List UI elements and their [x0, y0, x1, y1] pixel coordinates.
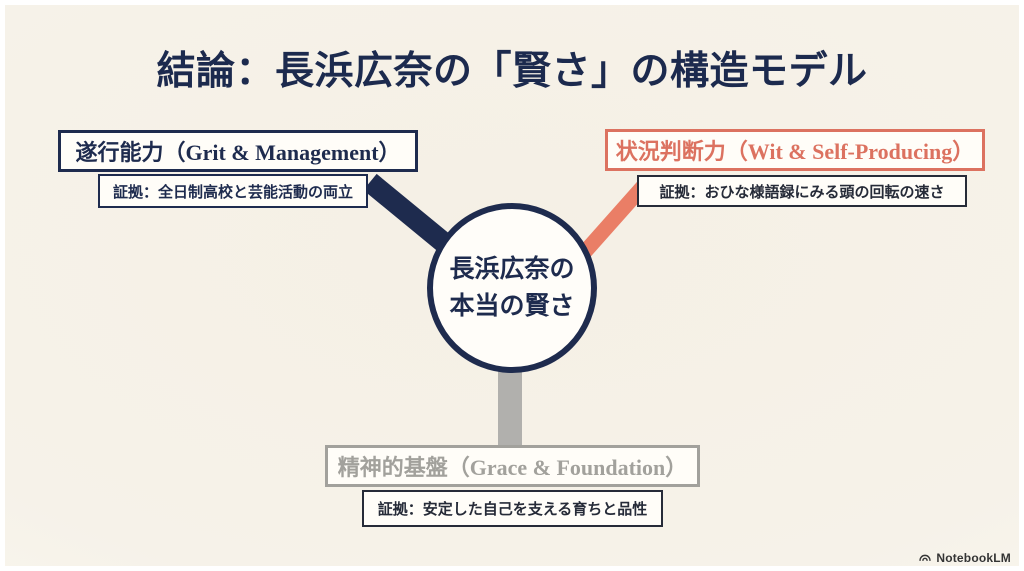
- branch-foundation-evidence: 証拠：安定した自己を支える育ちと品性: [377, 501, 648, 518]
- connector-judgment: [577, 178, 652, 259]
- branch-judgment-label-box: 状況判断力（Wit & Self-Producing）: [605, 129, 985, 171]
- branch-execution-evidence-box: 証拠：全日制高校と芸能活動の両立: [98, 174, 368, 208]
- notebooklm-label: NotebookLM: [936, 551, 1011, 565]
- branch-foundation-evidence-box: 証拠：安定した自己を支える育ちと品性: [362, 490, 663, 527]
- branch-execution-label-box: 遂行能力（Grit & Management）: [58, 130, 418, 172]
- branch-judgment-label: 状況判断力（Wit & Self-Producing）: [615, 139, 975, 164]
- branch-foundation-label: 精神的基盤（Grace & Foundation）: [337, 455, 688, 480]
- notebooklm-branding: NotebookLM: [918, 551, 1011, 565]
- branch-execution-label: 遂行能力（Grit & Management）: [75, 140, 401, 165]
- branch-foundation-label-box: 精神的基盤（Grace & Foundation）: [325, 445, 700, 487]
- branch-judgment-evidence: 証拠：おひな様語録にみる頭の回転の速さ: [659, 183, 945, 201]
- center-node-line1: 長浜広奈の: [449, 255, 575, 283]
- center-node: 長浜広奈の 本当の賢さ: [427, 203, 597, 373]
- branch-judgment-evidence-box: 証拠：おひな様語録にみる頭の回転の速さ: [637, 175, 967, 207]
- branch-execution-evidence: 証拠：全日制高校と芸能活動の両立: [112, 183, 353, 201]
- center-node-line2: 本当の賢さ: [449, 292, 575, 320]
- notebooklm-icon: [919, 554, 932, 562]
- slide-title: 結論：長浜広奈の「賢さ」の構造モデル: [156, 50, 868, 93]
